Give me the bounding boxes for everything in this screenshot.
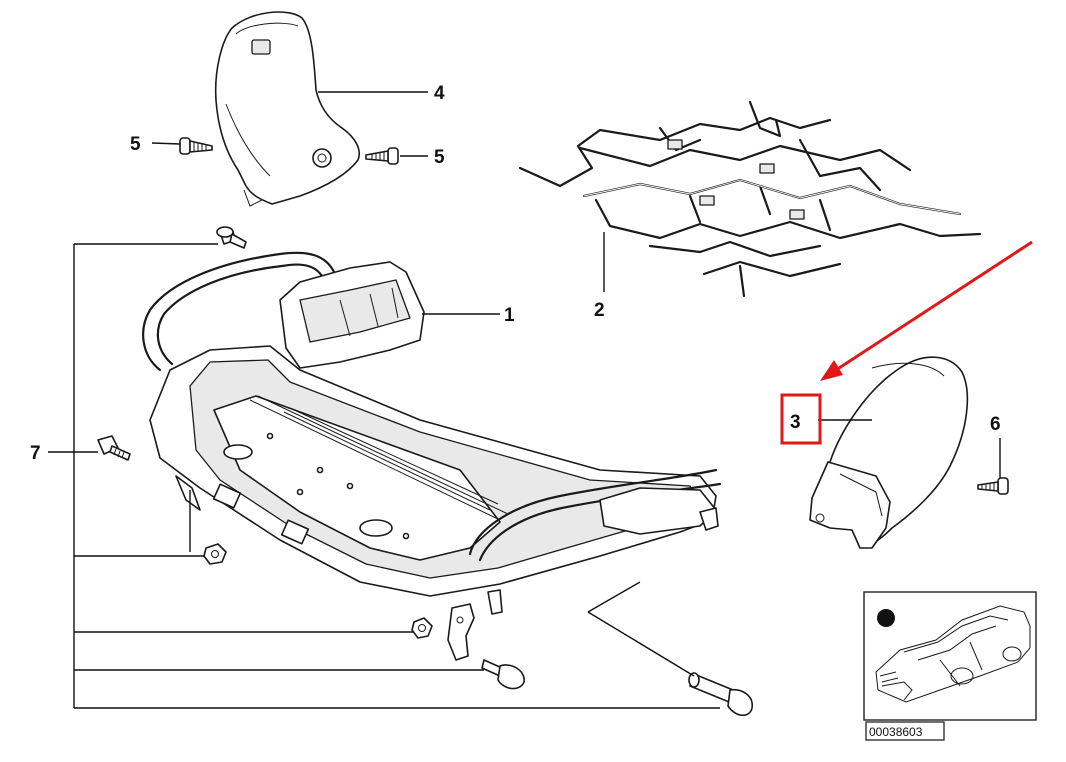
nut-lower-left[interactable]	[203, 543, 227, 565]
callout-4[interactable]: 4	[434, 83, 445, 104]
callout-6[interactable]: 6	[990, 414, 1001, 435]
screw-5-right[interactable]	[365, 147, 399, 165]
screw-5-left[interactable]	[179, 137, 213, 155]
location-marker-icon	[877, 609, 895, 627]
nut-lower-mid[interactable]	[411, 617, 433, 639]
leader-lines	[48, 91, 1001, 709]
highlight-arrow	[820, 240, 1033, 381]
part-4-trim-cover[interactable]	[214, 11, 360, 207]
figure-code: 00038603	[869, 725, 923, 739]
callout-5-right[interactable]: 5	[434, 147, 445, 168]
pin-lower-right[interactable]	[688, 672, 753, 717]
callout-2[interactable]: 2	[594, 300, 605, 321]
callout-3[interactable]: 3	[790, 412, 801, 433]
highlight-box	[780, 393, 822, 445]
part-3-side-trim[interactable]	[809, 356, 969, 549]
car-silhouette-icon	[875, 605, 1031, 703]
callout-5-left[interactable]: 5	[130, 134, 141, 155]
callout-1[interactable]: 1	[504, 305, 515, 326]
callout-7[interactable]: 7	[30, 443, 41, 464]
part-1-seat-frame[interactable]	[142, 251, 722, 661]
screw-6[interactable]	[977, 477, 1009, 495]
bolt-rear-top[interactable]	[216, 226, 247, 249]
part-2-spring-mat[interactable]	[518, 100, 982, 298]
bolt-lower-mid[interactable]	[481, 659, 525, 690]
vehicle-thumbnail: 00038603	[863, 591, 1037, 741]
bolt-7[interactable]	[97, 435, 131, 461]
